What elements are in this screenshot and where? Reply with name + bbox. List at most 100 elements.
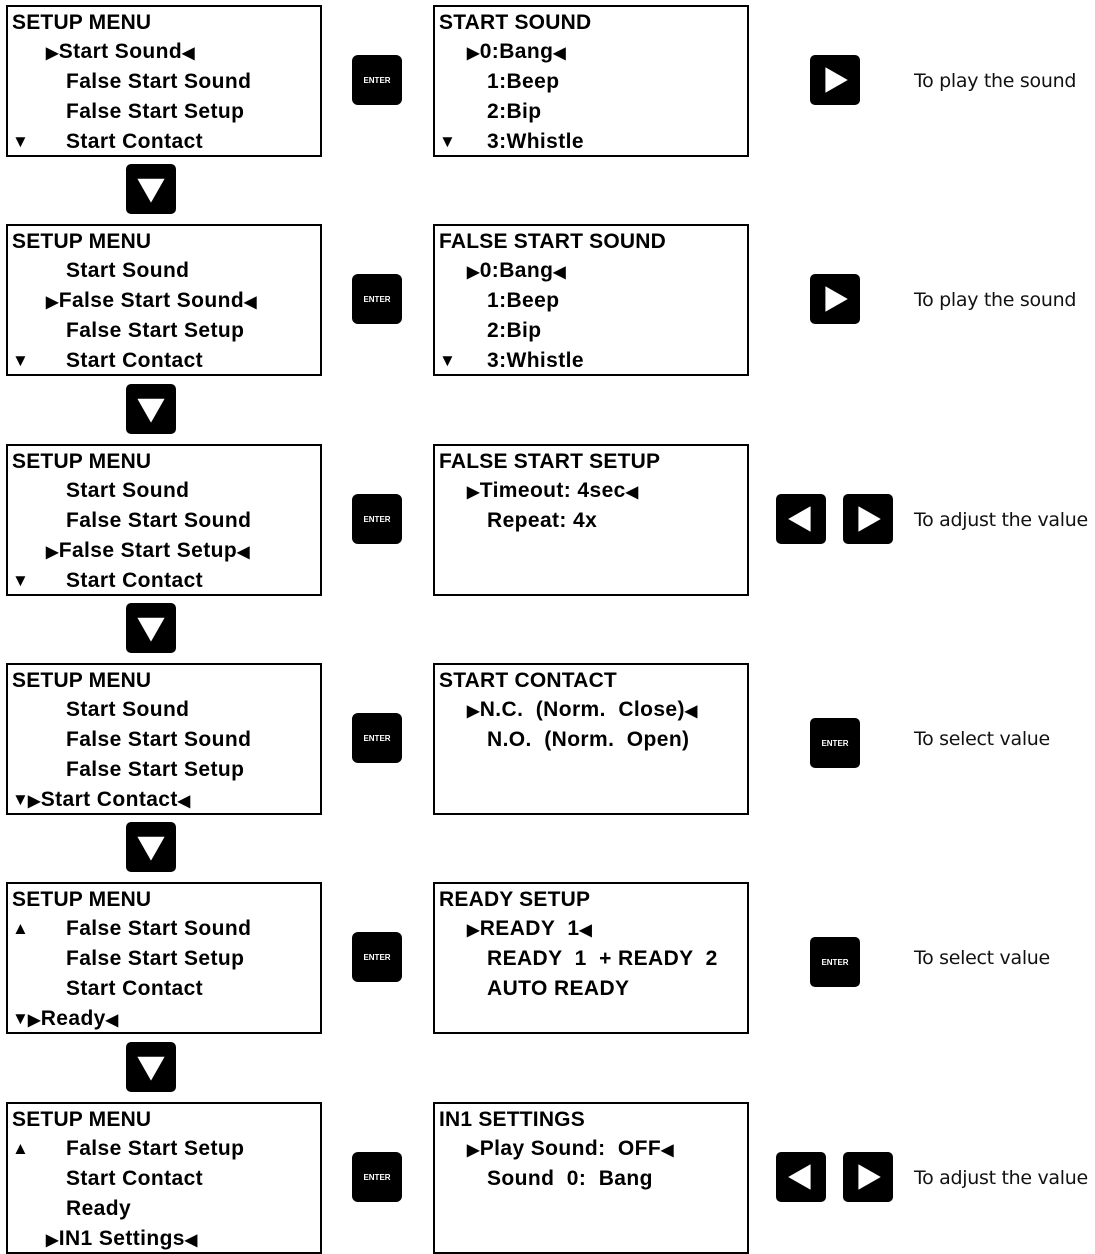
scroll-up-indicator: ▲ — [12, 1139, 30, 1158]
lcd-line[interactable]: ▼Start Contact — [12, 346, 316, 374]
item-label: Start Contact — [66, 977, 204, 1000]
item-label: 2:Bip — [487, 319, 542, 342]
right-arrow-key-icon[interactable] — [843, 494, 893, 544]
enter-key-icon[interactable]: ENTER — [810, 718, 860, 768]
item-label: 0:Bang — [479, 259, 554, 282]
lcd-line-content: 2:Bip — [487, 316, 542, 346]
lcd-line[interactable]: AUTO READY — [439, 974, 743, 1004]
down-arrow-key-icon[interactable] — [126, 822, 176, 872]
enter-key-icon[interactable]: ENTER — [810, 937, 860, 987]
lcd-line[interactable]: False Start Setup — [12, 944, 316, 974]
down-arrow-key-icon[interactable] — [126, 164, 176, 214]
lcd-line[interactable]: ▼3:Whistle — [439, 127, 743, 155]
right-arrow-key-icon[interactable] — [843, 1152, 893, 1202]
lcd-line-content: 3:Whistle — [487, 346, 584, 374]
lcd-line-content: False Start Setup — [66, 97, 244, 127]
lcd-line[interactable]: 2:Bip — [439, 316, 743, 346]
lcd-line[interactable]: False Start Setup — [12, 97, 316, 127]
lcd-line-selected[interactable]: ▶Start Sound◀ — [12, 37, 316, 67]
submenu-screen: START CONTACT▶N.C. (Norm. Close)◀N.O. (N… — [433, 663, 749, 815]
lcd-line[interactable]: Sound 0: Bang — [439, 1164, 743, 1194]
enter-key-icon[interactable]: ENTER — [352, 932, 402, 982]
lcd-line-selected[interactable]: ▶0:Bang◀ — [439, 37, 743, 67]
lcd-line-content: ▶Play Sound: OFF◀ — [467, 1134, 674, 1166]
enter-key-icon[interactable]: ENTER — [352, 274, 402, 324]
right-arrow-key-icon[interactable] — [810, 55, 860, 105]
lcd-line[interactable]: Repeat: 4x — [439, 506, 743, 536]
item-label: 3:Whistle — [487, 349, 584, 372]
lcd-line[interactable]: False Start Sound — [12, 67, 316, 97]
lcd-line-selected[interactable]: ▶Play Sound: OFF◀ — [439, 1134, 743, 1164]
lcd-line-selected[interactable]: ▶0:Bang◀ — [439, 256, 743, 286]
lcd-line-content: 1:Beep — [487, 286, 559, 316]
lcd-line[interactable]: Start Contact — [12, 974, 316, 1004]
item-label: False Start Sound — [66, 917, 252, 940]
lcd-line-selected[interactable]: ▶False Start Sound◀ — [12, 286, 316, 316]
lcd-line-selected[interactable]: ▼▶Ready◀ — [12, 1004, 316, 1032]
item-label: 2:Bip — [487, 100, 542, 123]
lcd-line-selected[interactable]: ▼▶Start Contact◀ — [12, 785, 316, 813]
lcd-line-content: ▶IN1 Settings◀ — [46, 1224, 198, 1252]
lcd-line[interactable]: ▼3:Whistle — [439, 346, 743, 374]
lcd-line-selected[interactable]: ▶IN1 Settings◀ — [12, 1224, 316, 1252]
selection-end-arrow: ◀ — [553, 45, 567, 62]
hint-text: To adjust the value — [914, 509, 1088, 531]
left-arrow-key-icon[interactable] — [776, 494, 826, 544]
right-arrow-key-icon[interactable] — [810, 274, 860, 324]
selection-start-arrow: ▶ — [28, 1012, 41, 1029]
lcd-line[interactable]: READY 1 + READY 2 — [439, 944, 743, 974]
left-arrow-key-icon[interactable] — [776, 1152, 826, 1202]
item-label: Play Sound: OFF — [479, 1137, 662, 1160]
lcd-line[interactable]: ▼Start Contact — [12, 566, 316, 594]
lcd-line-content: Start Contact — [66, 566, 203, 594]
lcd-line-content: False Start Sound — [66, 914, 251, 944]
lcd-line-content: False Start Sound — [66, 67, 251, 97]
step-row: SETUP MENU ▶Start Sound◀False Start Sound… — [0, 5, 1095, 157]
lcd-line-content: Start Sound — [66, 256, 189, 286]
lcd-line-content: False Start Setup — [66, 755, 244, 785]
lcd-line-content: ▶0:Bang◀ — [467, 37, 566, 69]
down-arrow-key-icon[interactable] — [126, 1042, 176, 1092]
selection-start-arrow: ▶ — [46, 294, 59, 311]
lcd-title: SETUP MENU — [12, 450, 152, 473]
lcd-line-selected[interactable]: ▶READY 1◀ — [439, 914, 743, 944]
lcd-line[interactable]: False Start Setup — [12, 316, 316, 346]
lcd-line-selected[interactable]: ▶Timeout: 4sec◀ — [439, 476, 743, 506]
lcd-title: SETUP MENU — [12, 230, 152, 253]
lcd-line-selected[interactable]: ▶N.C. (Norm. Close)◀ — [439, 695, 743, 725]
down-arrow-key-icon[interactable] — [126, 603, 176, 653]
lcd-line[interactable]: Start Sound — [12, 476, 316, 506]
lcd-line[interactable]: False Start Sound — [12, 506, 316, 536]
enter-key-icon[interactable]: ENTER — [352, 1152, 402, 1202]
scroll-down-indicator: ▼ — [12, 351, 30, 370]
lcd-line-content: ▶False Start Setup◀ — [46, 536, 250, 568]
lcd-line[interactable]: Start Sound — [12, 256, 316, 286]
lcd-line[interactable]: False Start Setup — [12, 755, 316, 785]
lcd-title: FALSE START SOUND — [439, 230, 667, 253]
enter-key-icon[interactable]: ENTER — [352, 713, 402, 763]
down-arrow-key-icon[interactable] — [126, 384, 176, 434]
lcd-line-content: False Start Setup — [66, 1134, 244, 1164]
lcd-line[interactable]: ▲False Start Sound — [12, 914, 316, 944]
lcd-line[interactable]: False Start Sound — [12, 725, 316, 755]
enter-key-icon[interactable]: ENTER — [352, 55, 402, 105]
enter-key-icon[interactable]: ENTER — [352, 494, 402, 544]
hint-text: To play the sound — [914, 289, 1077, 311]
lcd-line[interactable]: 1:Beep — [439, 67, 743, 97]
lcd-line[interactable]: ▼Start Contact — [12, 127, 316, 155]
lcd-line[interactable]: N.O. (Norm. Open) — [439, 725, 743, 755]
lcd-line[interactable]: Ready — [12, 1194, 316, 1224]
lcd-line-content: Start Contact — [66, 127, 203, 155]
lcd-line[interactable]: Start Contact — [12, 1164, 316, 1194]
lcd-line[interactable]: ▲ False Start Setup — [12, 1134, 316, 1164]
selection-end-arrow: ◀ — [579, 922, 593, 939]
item-label: False Start Sound — [66, 728, 252, 751]
lcd-line[interactable]: 2:Bip — [439, 97, 743, 127]
lcd-line[interactable]: Start Sound — [12, 695, 316, 725]
lcd-line[interactable]: 1:Beep — [439, 286, 743, 316]
lcd-title: SETUP MENU — [12, 11, 152, 34]
lcd-line-selected[interactable]: ▶False Start Setup◀ — [12, 536, 316, 566]
